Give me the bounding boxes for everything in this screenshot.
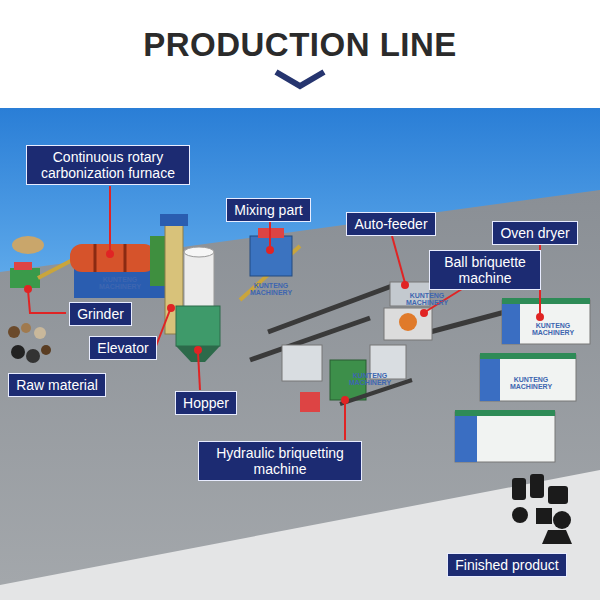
diagram-title: PRODUCTION LINE bbox=[0, 26, 600, 64]
callout-box: Grinder bbox=[69, 302, 132, 326]
callout-box: Ball briquette machine bbox=[429, 250, 541, 290]
watermark: KUNTENG MACHINERY bbox=[345, 372, 395, 386]
watermark: KUNTENG MACHINERY bbox=[528, 322, 578, 336]
callout-box: Hopper bbox=[175, 391, 237, 415]
callout-box: Oven dryer bbox=[492, 221, 578, 245]
callout-text: Finished product bbox=[455, 557, 559, 573]
watermark: KUNTENG MACHINERY bbox=[246, 282, 296, 296]
callout-box: Mixing part bbox=[226, 198, 311, 222]
callout-box: Continuous rotary carbonization furnace bbox=[26, 145, 190, 185]
callout-text: Ball briquette machine bbox=[437, 254, 533, 286]
callout-box: Finished product bbox=[447, 553, 567, 577]
callout-text: Grinder bbox=[77, 306, 124, 322]
callout-text: Auto-feeder bbox=[354, 216, 427, 232]
callout-box: Raw material bbox=[8, 373, 106, 397]
callout-text: Elevator bbox=[97, 340, 148, 356]
callout-text: Continuous rotary carbonization furnace bbox=[34, 149, 182, 181]
callout-box: Hydraulic briquetting machine bbox=[198, 441, 362, 481]
callout-text: Oven dryer bbox=[500, 225, 569, 241]
watermark: KUNTENG MACHINERY bbox=[402, 292, 452, 306]
callout-text: Mixing part bbox=[234, 202, 302, 218]
callout-text: Hopper bbox=[183, 395, 229, 411]
callout-text: Raw material bbox=[16, 377, 98, 393]
callout-box: Auto-feeder bbox=[346, 212, 436, 236]
watermark: KUNTENG MACHINERY bbox=[506, 376, 556, 390]
callout-text: Hydraulic briquetting machine bbox=[206, 445, 354, 477]
callout-box: Elevator bbox=[89, 336, 157, 360]
watermark: KUNTENG MACHINERY bbox=[95, 276, 145, 290]
